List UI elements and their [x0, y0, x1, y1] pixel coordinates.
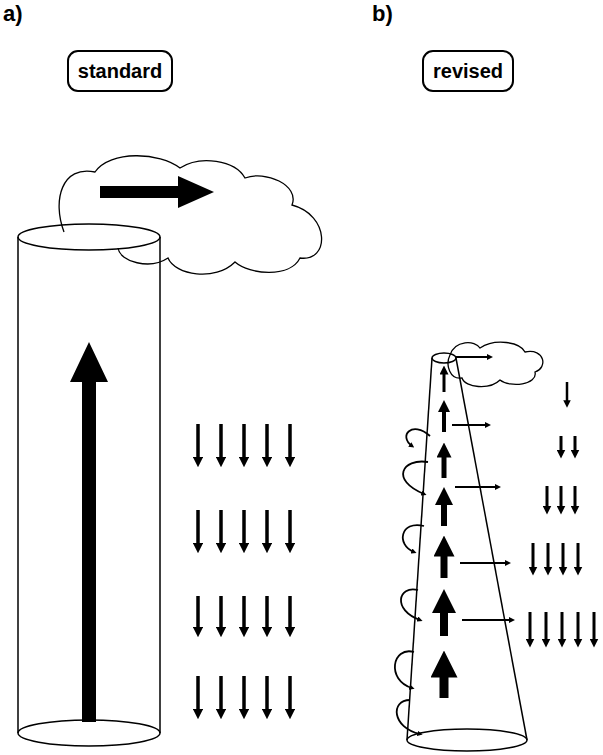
anvil-cloud: [59, 156, 321, 274]
panel-letter: b): [372, 2, 393, 26]
subsidence-arrows: [198, 424, 290, 714]
updraft-arrow: [70, 342, 108, 722]
outflow-arrow: [456, 356, 490, 358]
panel-tag-text: standard: [78, 60, 162, 82]
outflow-descent-arrow: [566, 382, 569, 404]
outflow-arrow: [100, 176, 214, 208]
panel-tag-box: standard: [67, 50, 173, 92]
subsidence-arrows: [530, 436, 594, 643]
anvil-cloud: [448, 342, 543, 386]
updraft-cylinder: [18, 224, 160, 746]
detrainment-arrows: [452, 425, 512, 620]
panel-tag-box: revised: [422, 50, 514, 92]
panel-tag-text: revised: [433, 60, 503, 82]
updraft-arrows: [444, 370, 445, 698]
panel-letter: a): [3, 2, 23, 26]
entrainment-arrows: [395, 429, 430, 734]
updraft-cone: [407, 353, 527, 751]
